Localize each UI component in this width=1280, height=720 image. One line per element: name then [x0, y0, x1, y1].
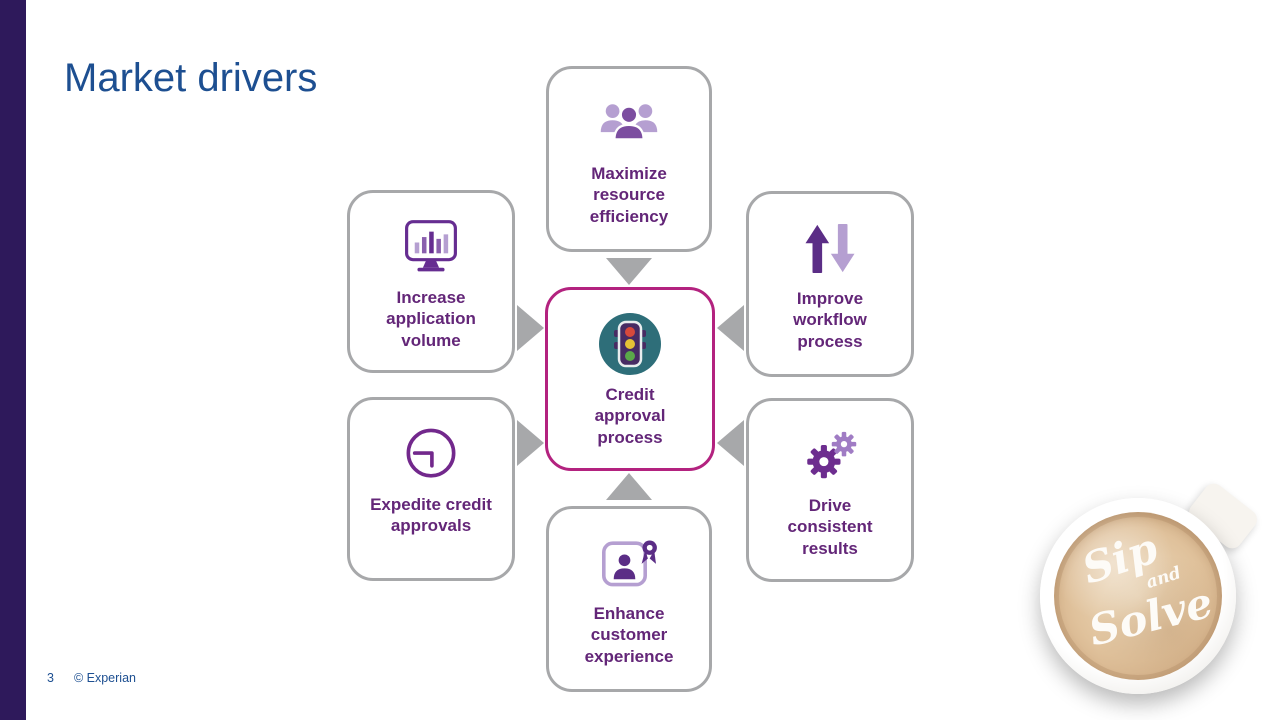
sip-and-solve-coffee-badge: Sip and Solve: [1040, 479, 1261, 698]
center-label: Credit approval process: [594, 385, 666, 447]
slide-accent-bar: [0, 0, 26, 720]
center-box-credit-approval-process: Credit approval process: [545, 287, 715, 471]
up-down-arrows-icon: [802, 214, 858, 282]
driver-label: Enhance customer experience: [584, 604, 674, 666]
page-number: 3: [47, 671, 54, 685]
team-icon: [598, 89, 660, 157]
driver-box-enhance-customer-experience: Enhance customer experience: [546, 506, 712, 692]
driver-box-maximize-resource-efficiency: Maximize resource efficiency: [546, 66, 712, 252]
arrow-right-lower-to-center: [717, 420, 744, 466]
driver-box-increase-application-volume: Increase application volume: [347, 190, 515, 373]
driver-box-improve-workflow-process: Improve workflow process: [746, 191, 914, 377]
arrow-left-lower-to-center: [517, 420, 544, 466]
slide-footer: 3 © Experian: [47, 671, 136, 685]
arrow-right-upper-to-center: [717, 305, 744, 351]
driver-label: Expedite credit approvals: [370, 495, 492, 536]
copyright: © Experian: [73, 671, 136, 685]
gears-icon: [802, 421, 858, 489]
clock-icon: [402, 420, 460, 488]
traffic-light-icon: [598, 310, 662, 378]
coffee-foam: [1054, 512, 1222, 680]
driver-label: Maximize resource efficiency: [589, 164, 669, 226]
page-title: Market drivers: [64, 56, 318, 100]
monitor-bar-chart-icon: [402, 213, 460, 281]
driver-box-drive-consistent-results: Drive consistent results: [746, 398, 914, 582]
driver-box-expedite-credit-approvals: Expedite credit approvals: [347, 397, 515, 581]
arrow-left-upper-to-center: [517, 305, 544, 351]
arrow-top-to-center: [606, 258, 652, 285]
customer-award-icon: [600, 529, 658, 597]
driver-label: Improve workflow process: [793, 289, 867, 351]
driver-label: Increase application volume: [386, 288, 476, 350]
arrow-bottom-to-center: [606, 473, 652, 500]
driver-label: Drive consistent results: [787, 496, 873, 558]
